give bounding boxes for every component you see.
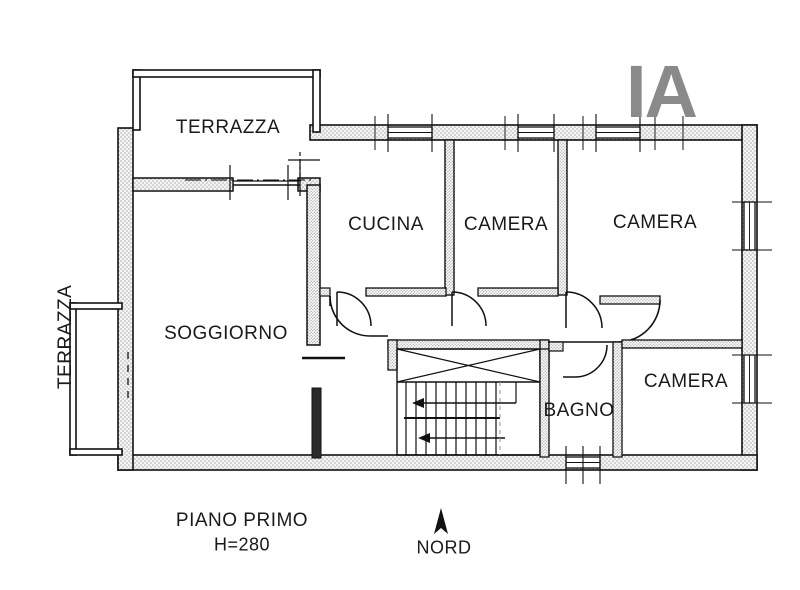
- room-label-terrazza-top: TERRAZZA: [175, 117, 281, 138]
- top-wall-jamb-ticks: [374, 116, 684, 150]
- window-top-2: [517, 114, 555, 152]
- window-top-1: [387, 114, 433, 152]
- room-label-soggiorno: SOGGIORNO: [164, 323, 288, 344]
- partition-cucina-camera: [444, 139, 455, 296]
- interior-wall-soggiorno-right-lower: [311, 387, 322, 459]
- exterior-wall-left: [117, 127, 134, 471]
- room-label-terrazza-left: TERRAZZA: [54, 284, 76, 389]
- arch-opening-corridor-right: [548, 299, 661, 343]
- door-swing-bagno: [563, 344, 608, 378]
- room-label-bagno: BAGNO: [543, 400, 615, 421]
- plan-geometry: [69, 69, 772, 534]
- door-swing-cucina: [336, 291, 372, 327]
- compass-north-icon: [434, 508, 448, 534]
- room-label-camera-bottomright: CAMERA: [643, 371, 729, 392]
- bagno-walls: [539, 341, 623, 458]
- window-top-3: [595, 114, 641, 152]
- watermark-logo: IA: [626, 50, 698, 133]
- stair-direction-arrow-lower: [418, 433, 505, 443]
- terrace-left-parapet: [69, 302, 123, 456]
- door-swing-camera-center: [451, 291, 487, 327]
- room-label-cucina: CUCINA: [348, 214, 424, 235]
- exterior-wall-right: [741, 124, 758, 471]
- stair-direction-arrow-upper: [412, 382, 517, 408]
- sliding-door-soggiorno-terrazza: [185, 152, 320, 200]
- floor-height-caption: H=280: [213, 534, 271, 555]
- window-right-1: [732, 201, 772, 251]
- corridor-north-wall: [319, 287, 661, 305]
- partition-camera-camera: [557, 139, 568, 296]
- exterior-wall-bottom: [117, 454, 758, 471]
- window-right-2: [732, 354, 772, 404]
- floor-caption: PIANO PRIMO: [175, 510, 309, 531]
- staircase: [396, 348, 541, 456]
- partition-camera-bottomright: [621, 339, 743, 349]
- terrace-top-parapet: [132, 69, 321, 133]
- arch-opening-corridor-left: [329, 295, 388, 337]
- room-label-camera-center: CAMERA: [463, 214, 549, 235]
- door-swing-camera-topright: [565, 291, 603, 329]
- interior-wall-soggiorno-right-upper: [306, 184, 321, 346]
- room-label-camera-topright: CAMERA: [612, 212, 698, 233]
- compass-label: NORD: [416, 537, 472, 558]
- window-bottom-bagno: [565, 446, 601, 484]
